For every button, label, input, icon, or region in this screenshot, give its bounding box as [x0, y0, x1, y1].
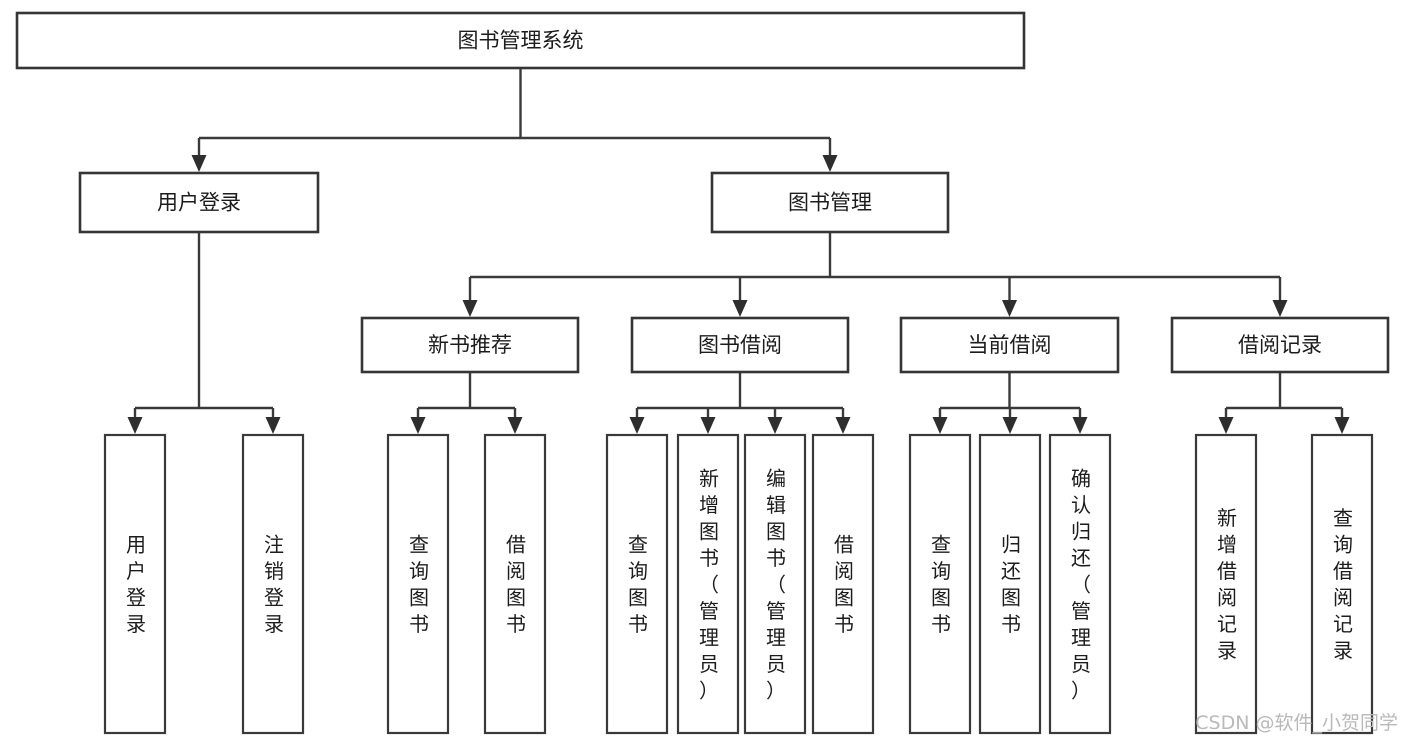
node-current-borrow-box[interactable] [899, 316, 1120, 374]
node-leaf-logout[interactable]: 注销登录 [241, 433, 305, 735]
node-leaf-query-book-rec-label: 查询图书 [409, 533, 429, 637]
node-leaf-logout-label: 注销登录 [264, 533, 284, 637]
node-book-management-box[interactable] [710, 171, 950, 234]
arrow-head-icon [1334, 417, 1350, 434]
arrow-head-icon [462, 300, 478, 317]
arrow-head-icon [700, 417, 716, 434]
node-root-system-box[interactable] [15, 11, 1026, 70]
node-leaf-user-login-label: 用户登录 [126, 533, 146, 637]
node-leaf-query-book-rec[interactable]: 查询图书 [386, 433, 450, 735]
node-root-system-label: 图书管理系统 [458, 29, 584, 53]
arrow-head-icon [507, 417, 523, 434]
node-current-borrow[interactable]: 当前借阅 [899, 316, 1120, 374]
arrow-head-icon [1002, 417, 1018, 434]
node-user-login-box[interactable] [78, 171, 320, 234]
node-leaf-query-book-cur-label: 查询图书 [931, 533, 951, 637]
node-book-borrow-label: 图书借阅 [698, 333, 782, 357]
arrow-head-icon [732, 300, 748, 317]
node-leaf-edit-book-admin[interactable]: 编辑图书（管理员） [743, 433, 807, 735]
node-leaf-query-borrow-record-box[interactable] [1310, 433, 1374, 735]
edge-user-login-to-leaves [127, 232, 281, 434]
edge-book-borrow-to-leaves [629, 372, 851, 434]
node-leaf-edit-book-admin-label: 编辑图书（管理员） [766, 466, 786, 702]
node-leaf-query-book-cur-box[interactable] [908, 433, 972, 735]
node-leaf-add-borrow-record-box[interactable] [1194, 433, 1258, 735]
arrow-head-icon [835, 417, 851, 434]
node-leaf-add-book-admin[interactable]: 新增图书（管理员） [676, 433, 740, 735]
node-leaf-edit-book-admin-box[interactable] [743, 433, 807, 735]
csdn-watermark: CSDN @软件_小贺同学 [1195, 712, 1398, 734]
node-user-login[interactable]: 用户登录 [78, 171, 320, 234]
edge-management-to-level3 [462, 232, 1288, 317]
edge-new-book-recommend-to-leaves [410, 372, 523, 434]
node-leaf-borrow-book-label: 借阅图书 [834, 533, 854, 637]
node-leaf-add-borrow-record[interactable]: 新增借阅记录 [1194, 433, 1258, 735]
node-leaf-borrow-book-rec[interactable]: 借阅图书 [483, 433, 547, 735]
node-leaf-return-book-box[interactable] [978, 433, 1042, 735]
node-leaf-query-book-cur[interactable]: 查询图书 [908, 433, 972, 735]
node-leaf-query-book-rec-box[interactable] [386, 433, 450, 735]
node-borrow-record-box[interactable] [1170, 316, 1390, 374]
node-leaf-borrow-book-rec-box[interactable] [483, 433, 547, 735]
node-book-borrow[interactable]: 图书借阅 [630, 316, 850, 374]
node-leaf-query-borrow-record-label: 查询借阅记录 [1333, 506, 1353, 663]
diagram-nodes: 图书管理系统用户登录图书管理新书推荐图书借阅当前借阅借阅记录用户登录注销登录查询… [15, 11, 1390, 735]
node-new-book-recommend[interactable]: 新书推荐 [360, 316, 580, 374]
node-leaf-return-book-label: 归还图书 [1001, 533, 1021, 637]
arrow-head-icon [1002, 300, 1017, 317]
arrow-head-icon [191, 155, 207, 172]
arrow-head-icon [1072, 417, 1088, 434]
arrow-head-icon [822, 155, 838, 172]
node-borrow-record-label: 借阅记录 [1238, 333, 1322, 357]
arrow-head-icon [767, 417, 783, 434]
node-leaf-return-book[interactable]: 归还图书 [978, 433, 1042, 735]
edge-borrow-record-to-leaves [1218, 372, 1350, 434]
connector-edges [127, 68, 1350, 434]
node-leaf-logout-box[interactable] [241, 433, 305, 735]
node-borrow-record[interactable]: 借阅记录 [1170, 316, 1390, 374]
node-leaf-add-book-admin-label: 新增图书（管理员） [699, 466, 719, 702]
node-new-book-recommend-box[interactable] [360, 316, 580, 374]
node-current-borrow-label: 当前借阅 [968, 333, 1052, 357]
node-book-management-label: 图书管理 [788, 191, 872, 215]
node-leaf-query-borrow-record[interactable]: 查询借阅记录 [1310, 433, 1374, 735]
arrow-head-icon [1218, 417, 1234, 434]
edge-current-borrow-to-leaves [932, 372, 1088, 434]
node-leaf-add-borrow-record-label: 新增借阅记录 [1217, 506, 1237, 663]
node-leaf-add-book-admin-box[interactable] [676, 433, 740, 735]
node-leaf-confirm-return-admin-box[interactable] [1048, 433, 1112, 735]
node-new-book-recommend-label: 新书推荐 [428, 333, 512, 357]
node-leaf-confirm-return-admin-label: 确认归还（管理员） [1071, 466, 1091, 702]
node-book-borrow-box[interactable] [630, 316, 850, 374]
node-leaf-query-book-borrow-box[interactable] [605, 433, 669, 735]
edge-root-to-level2 [191, 68, 838, 172]
node-leaf-user-login[interactable]: 用户登录 [103, 433, 167, 735]
arrow-head-icon [629, 417, 645, 434]
node-leaf-query-book-borrow-label: 查询图书 [628, 533, 648, 637]
node-leaf-borrow-book-box[interactable] [811, 433, 875, 735]
node-leaf-borrow-book[interactable]: 借阅图书 [811, 433, 875, 735]
arrow-head-icon [127, 417, 143, 434]
node-leaf-borrow-book-rec-label: 借阅图书 [506, 533, 526, 637]
node-root-system[interactable]: 图书管理系统 [15, 11, 1026, 70]
node-leaf-user-login-box[interactable] [103, 433, 167, 735]
node-leaf-confirm-return-admin[interactable]: 确认归还（管理员） [1048, 433, 1112, 735]
arrow-head-icon [932, 417, 948, 434]
arrow-head-icon [1272, 300, 1288, 317]
node-leaf-query-book-borrow[interactable]: 查询图书 [605, 433, 669, 735]
node-book-management[interactable]: 图书管理 [710, 171, 950, 234]
arrow-head-icon [265, 417, 281, 434]
arrow-head-icon [410, 417, 426, 434]
node-user-login-label: 用户登录 [157, 191, 241, 215]
